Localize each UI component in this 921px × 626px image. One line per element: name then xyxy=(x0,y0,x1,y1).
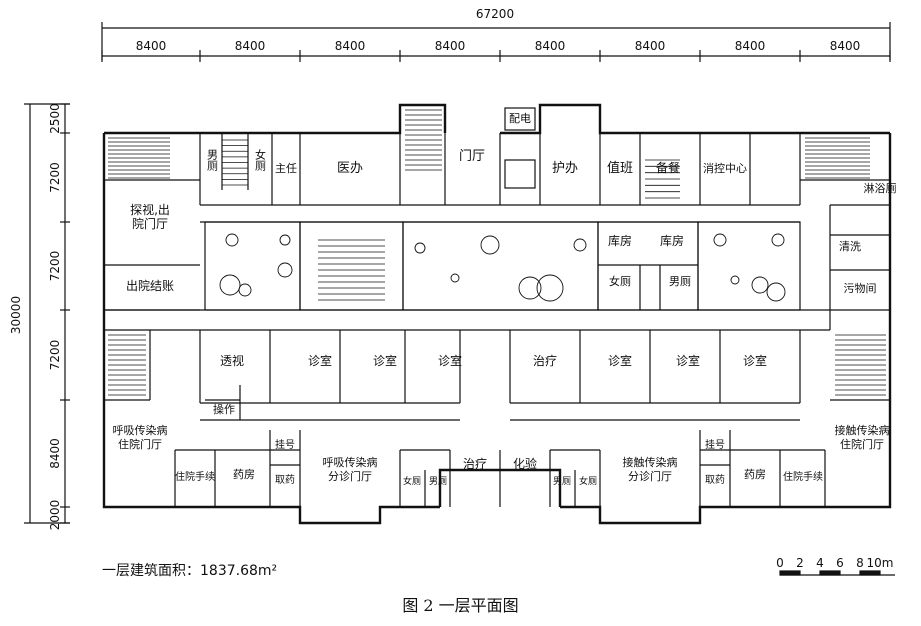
room-label-male-wc-d: 男厕 xyxy=(553,476,571,487)
room-label-treatment-1: 治疗 xyxy=(533,354,557,368)
room-label-admission-r: 住院手续 xyxy=(783,470,823,483)
room-label-clinic-3: 诊室 xyxy=(438,353,462,368)
room-label-clinic-5: 诊室 xyxy=(676,353,700,368)
bay-dimension-5: 8400 xyxy=(535,39,566,53)
room-label-disinfection: 消控中心 xyxy=(703,161,747,175)
room-label-medical-office: 医办 xyxy=(337,161,363,176)
scale-tick-label: 10m xyxy=(867,556,894,570)
bay-dimension-2: 8400 xyxy=(235,39,266,53)
room-label-entrance-hall: 门厅 xyxy=(459,149,485,164)
room-label-dispense-l: 取药 xyxy=(275,474,295,486)
room-label-duty-room: 值班 xyxy=(607,160,633,176)
room-label-pantry: 备餐 xyxy=(656,160,680,175)
room-label-male-wc-a: 男厕 xyxy=(206,149,219,172)
figure-caption: 图 2 一层平面图 xyxy=(402,596,519,615)
bay-dimension-3: 8400 xyxy=(335,39,366,53)
room-label-shower-wc: 淋浴厕 xyxy=(864,182,897,195)
row-dimension-1: 2500 xyxy=(48,103,62,134)
room-label-female-wc-d: 女厕 xyxy=(579,475,597,487)
scale-tick-label: 2 xyxy=(796,556,804,570)
room-label-washroom: 清洗 xyxy=(839,240,861,253)
room-label-admission-l: 住院手续 xyxy=(175,470,215,483)
room-label-dispense-r: 取药 xyxy=(705,474,725,486)
room-label-male-wc-c: 男厕 xyxy=(429,476,447,487)
room-label-registration-r: 挂号 xyxy=(705,438,725,451)
room-label-storage-1: 库房 xyxy=(608,233,632,248)
room-label-pharmacy-r: 药房 xyxy=(744,468,766,481)
room-label-clinic-4: 诊室 xyxy=(608,353,632,368)
scale-tick-label: 8 xyxy=(856,556,864,570)
room-label-contact-admission-hall: 接触传染病住院门厅 xyxy=(835,423,890,451)
room-label-power-room: 配电 xyxy=(509,112,531,125)
room-label-dirt-room: 污物间 xyxy=(844,281,877,295)
bay-dimension-6: 8400 xyxy=(635,39,666,53)
room-label-female-wc-b: 女厕 xyxy=(609,274,631,288)
room-label-clinic-2: 诊室 xyxy=(373,353,397,368)
room-label-storage-2: 库房 xyxy=(660,233,684,248)
bay-dimension-1: 8400 xyxy=(136,39,167,53)
room-label-visit-hall: 探视,出院门厅 xyxy=(130,202,170,231)
bay-dimension-7: 8400 xyxy=(735,39,766,53)
room-label-fluoro: 透视 xyxy=(220,353,244,368)
total-depth-label: 30000 xyxy=(9,296,23,334)
total-width-label: 67200 xyxy=(476,7,514,21)
row-dimension-2: 7200 xyxy=(48,162,62,193)
room-label-lab: 化验 xyxy=(513,456,537,471)
row-dimension-5: 8400 xyxy=(48,438,62,469)
room-label-discharge-settle: 出院结账 xyxy=(126,279,174,293)
row-dimension-6: 2000 xyxy=(48,500,62,531)
room-label-registration-l: 挂号 xyxy=(275,438,295,451)
room-label-resp-outpatient-hall: 呼吸传染病分诊门厅 xyxy=(323,455,378,483)
bay-dimension-8: 8400 xyxy=(830,39,861,53)
room-label-female-wc-c: 女厕 xyxy=(403,475,421,487)
scale-tick-label: 0 xyxy=(776,556,784,570)
room-label-treatment-2: 治疗 xyxy=(463,457,487,471)
room-label-clinic-6: 诊室 xyxy=(743,353,767,368)
room-label-director: 主任 xyxy=(275,162,297,175)
row-dimension-4: 7200 xyxy=(48,340,62,371)
scale-tick-label: 6 xyxy=(836,556,844,570)
room-label-female-wc-a: 女厕 xyxy=(254,148,267,172)
bay-dimension-4: 8400 xyxy=(435,39,466,53)
floor-area-note: 一层建筑面积：1837.68m² xyxy=(102,563,278,579)
room-label-pharmacy-l: 药房 xyxy=(233,468,255,481)
room-label-contact-outpatient-hall: 接触传染病分诊门厅 xyxy=(623,455,678,483)
room-label-nurse-office: 护办 xyxy=(552,161,578,176)
scale-tick-label: 4 xyxy=(816,556,824,570)
row-dimension-3: 7200 xyxy=(48,251,62,282)
room-label-operation: 操作 xyxy=(213,402,235,416)
room-label-clinic-1: 诊室 xyxy=(308,353,332,368)
room-label-resp-admission-hall: 呼吸传染病住院门厅 xyxy=(113,423,168,451)
room-label-male-wc-b: 男厕 xyxy=(669,275,691,288)
